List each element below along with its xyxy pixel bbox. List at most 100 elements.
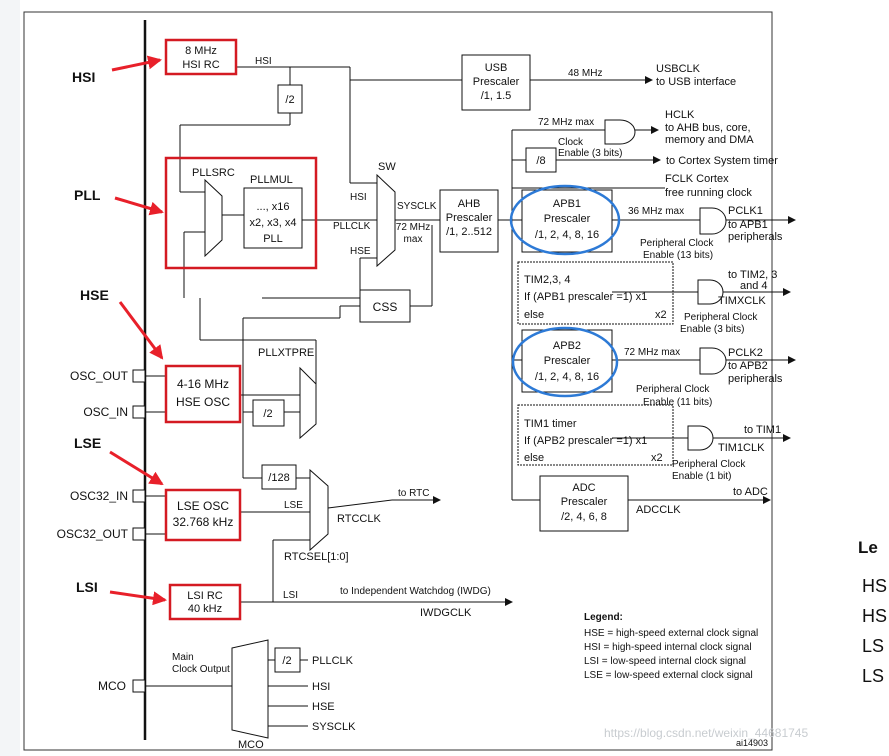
ahb-prescaler-box	[439, 189, 499, 253]
pclk2-line1: PCLK2	[728, 347, 763, 359]
div8-box	[525, 147, 557, 173]
usb-line1: USB	[485, 62, 508, 74]
div2-hsi-label: /2	[285, 94, 294, 106]
mco-hse-label: HSE	[312, 701, 335, 713]
pllsrc-mux	[204, 178, 223, 258]
timxclk-gate	[697, 279, 724, 305]
apb1-prescaler-box	[521, 189, 613, 253]
lsi-rc-line1: LSI RC	[187, 590, 223, 602]
to-iwdg-label: to Independent Watchdog (IWDG)	[340, 586, 491, 597]
usbclk-sub: to USB interface	[656, 76, 736, 88]
div2-mco-label: /2	[282, 655, 291, 667]
div128-label: /128	[268, 472, 289, 484]
mco-pin	[132, 679, 146, 693]
tim1-enable-1: Peripheral Clock	[672, 459, 746, 470]
div2-mco-box	[274, 647, 301, 673]
hclk-line3: memory and DMA	[665, 134, 754, 146]
left-edge-strip	[0, 0, 20, 756]
legend-item-2: HSI = high-speed internal clock signal	[584, 642, 752, 653]
tim234-line4: x2	[655, 309, 667, 321]
legend-item-4: LSE = low-speed external clock signal	[584, 670, 753, 681]
adc-line2: Prescaler	[561, 496, 608, 508]
ahb-72max: 72 MHz max	[538, 117, 594, 128]
hsi-rc-line1: 8 MHz	[185, 45, 217, 57]
mco-hsi-label: HSI	[312, 681, 330, 693]
lse-osc-line1: LSE OSC	[177, 499, 229, 513]
hse-osc-box	[164, 364, 242, 424]
pclk2-gate	[699, 347, 727, 375]
lse-wire-label: LSE	[284, 500, 303, 511]
to-rtc-label: to RTC	[398, 488, 430, 499]
pll-callout: PLL	[74, 187, 101, 203]
mco-sysclk-label: SYSCLK	[312, 721, 356, 733]
div8-label: /8	[536, 155, 545, 167]
ahb-line1: AHB	[458, 198, 481, 210]
apb2-line2: Prescaler	[544, 355, 591, 367]
div2-hsi-box	[277, 84, 303, 114]
pclk1-line2: to APB1	[728, 219, 768, 231]
hclk-gate	[604, 119, 636, 145]
hclk-line1: HCLK	[665, 109, 695, 121]
diagram-id: ai14903	[736, 738, 768, 748]
apb1-line3: /1, 2, 4, 8, 16	[535, 229, 599, 241]
sw-label: SW	[378, 161, 396, 173]
sysclk-max-2: max	[404, 234, 423, 245]
rtcsel-label: RTCSEL[1:0]	[284, 551, 349, 563]
adcclk-label: ADCCLK	[636, 504, 681, 516]
iwdgclk-label: IWDGCLK	[420, 607, 472, 619]
legend-item-3: LSI = low-speed internal clock signal	[584, 656, 746, 667]
apb2-72max: 72 MHz max	[624, 347, 680, 358]
pll-line3: PLL	[263, 233, 283, 245]
hclk-line2: to AHB bus, core,	[665, 122, 751, 134]
apb2-highlight-circle	[511, 326, 619, 398]
sw-mux	[376, 173, 396, 268]
osc-in-pin	[132, 405, 146, 419]
tim1clk-line1: to TIM1	[744, 424, 781, 436]
tim234-line1: TIM2,3, 4	[524, 274, 570, 286]
apb2-enable-1: Peripheral Clock	[636, 384, 710, 395]
css-box	[359, 289, 411, 323]
apb2-line3: /1, 2, 4, 8, 16	[535, 371, 599, 383]
legend-item-1: HSE = high-speed external clock signal	[584, 628, 758, 639]
pclk1-gate	[699, 207, 727, 235]
hsi-rc-box	[164, 38, 238, 76]
tim1-line1: TIM1 timer	[524, 418, 577, 430]
apb1-enable-2: Enable (13 bits)	[643, 250, 713, 261]
div2-hse-label: /2	[263, 408, 272, 420]
pclk1-line1: PCLK1	[728, 205, 763, 217]
pll-line1: ..., x16	[256, 201, 289, 213]
side-legend-title: Le	[858, 538, 878, 557]
div128-box	[261, 464, 297, 490]
sw-hsi-label: HSI	[350, 192, 367, 203]
hse-osc-line1: 4-16 MHz	[177, 377, 229, 391]
clock-enable-1: Clock	[558, 137, 584, 148]
pllclk-wire-label: PLLCLK	[333, 221, 371, 232]
lsi-callout: LSI	[76, 579, 98, 595]
lsi-wire-label: LSI	[283, 590, 298, 601]
css-label: CSS	[373, 300, 398, 314]
pll-box	[243, 187, 303, 249]
side-legend-3: LS	[862, 636, 884, 656]
adc-line3: /2, 4, 6, 8	[561, 511, 607, 523]
mco-pllclk-label: PLLCLK	[312, 655, 354, 667]
lse-osc-line2: 32.768 kHz	[173, 515, 234, 529]
osc32-out-label: OSC32_OUT	[57, 527, 129, 541]
ahb-line2: Prescaler	[446, 212, 493, 224]
apb1-36max: 36 MHz max	[628, 206, 684, 217]
mco-mux	[231, 639, 269, 739]
tim1-line4: x2	[651, 452, 663, 464]
timx-line3: TIMXCLK	[718, 295, 766, 307]
cortex-timer-label: to Cortex System timer	[666, 155, 778, 167]
usb-line2: Prescaler	[473, 76, 520, 88]
hsi-rc-line2: HSI RC	[182, 59, 219, 71]
pll-line2: x2, x3, x4	[249, 217, 296, 229]
mco-pin-label: MCO	[98, 679, 126, 693]
lse-callout: LSE	[74, 435, 101, 451]
tim1-line2: If (APB2 prescaler =1) x1	[524, 435, 647, 447]
pllmul-label: PLLMUL	[250, 174, 293, 186]
lsi-rc-box	[168, 583, 242, 621]
diagram-frame	[23, 11, 773, 751]
osc32-in-label: OSC32_IN	[70, 489, 128, 503]
hsi-callout: HSI	[72, 69, 95, 85]
usbclk-label: USBCLK	[656, 63, 701, 75]
